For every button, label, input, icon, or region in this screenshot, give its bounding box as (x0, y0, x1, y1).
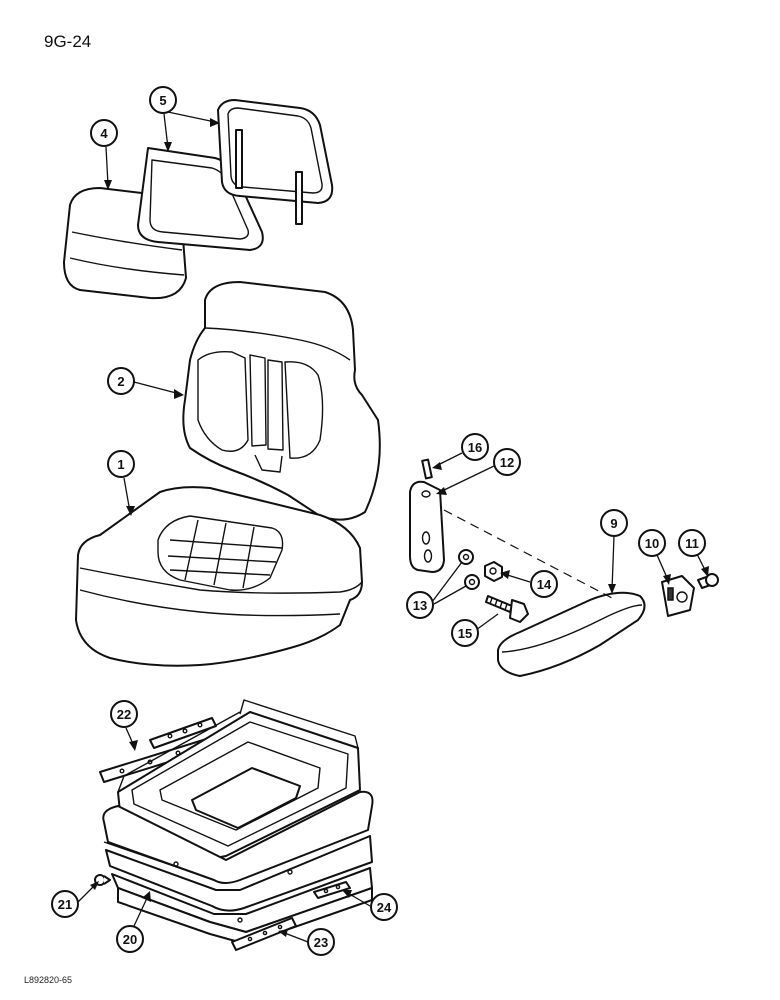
callout-20: 20 (116, 925, 144, 953)
svg-text:24: 24 (377, 900, 392, 915)
svg-text:4: 4 (100, 126, 108, 141)
svg-text:5: 5 (159, 93, 166, 108)
callout-1: 1 (107, 450, 135, 478)
callout-9: 9 (600, 509, 628, 537)
callout-4: 4 (90, 119, 118, 147)
hex-nut (484, 561, 503, 582)
callout-10: 10 (638, 529, 666, 557)
svg-text:16: 16 (468, 440, 482, 455)
suspension-base (102, 699, 374, 945)
callout-21: 21 (51, 890, 79, 918)
washer-upper (458, 549, 474, 565)
seat-bottom-cushion (75, 486, 363, 667)
callout-12: 12 (493, 448, 521, 476)
svg-text:22: 22 (117, 707, 131, 722)
svg-text:10: 10 (645, 536, 659, 551)
svg-text:15: 15 (458, 626, 472, 641)
assembly-line (443, 509, 613, 599)
svg-text:9: 9 (610, 516, 617, 531)
svg-text:21: 21 (58, 897, 72, 912)
svg-text:23: 23 (314, 935, 328, 950)
roll-pin (421, 458, 433, 480)
callout-23: 23 (307, 928, 335, 956)
washer-lower (464, 574, 480, 590)
callout-11: 11 (678, 529, 706, 557)
leader-lines (77, 111, 709, 943)
callout-13: 13 (406, 591, 434, 619)
armrest-bolt (485, 595, 529, 623)
svg-text:2: 2 (117, 374, 124, 389)
armrest-bracket (409, 480, 445, 573)
svg-text:1: 1 (117, 457, 124, 472)
svg-text:20: 20 (123, 932, 137, 947)
armrest (497, 591, 646, 677)
callout-5: 5 (149, 86, 177, 114)
rail-plate-bottom (231, 917, 297, 951)
callout-14: 14 (530, 570, 558, 598)
svg-text:12: 12 (500, 455, 514, 470)
callout-15: 15 (451, 619, 479, 647)
callout-24: 24 (370, 893, 398, 921)
rail-plate-right (313, 881, 351, 899)
drawing-code: L892820-65 (24, 975, 73, 985)
page-code: 9G-24 (44, 32, 92, 51)
callout-16: 16 (461, 433, 489, 461)
svg-text:13: 13 (413, 598, 427, 613)
svg-text:14: 14 (537, 577, 552, 592)
seat-back-cushion (182, 281, 381, 521)
armrest-cap-plate (661, 575, 695, 617)
cap-screw (697, 573, 719, 589)
headrest-frame-rear (217, 99, 334, 225)
callout-2: 2 (107, 367, 135, 395)
callout-22: 22 (110, 700, 138, 728)
svg-text:11: 11 (685, 536, 699, 551)
